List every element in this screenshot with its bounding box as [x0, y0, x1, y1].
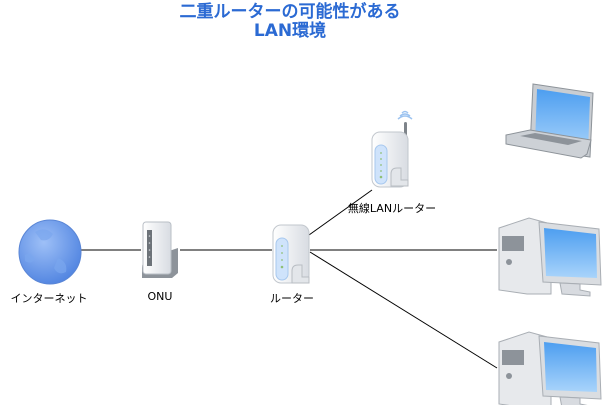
onu-label: ONU — [147, 290, 173, 303]
link-router-desktop2 — [309, 251, 498, 369]
desktop-pc-icon-1 — [498, 217, 602, 297]
wireless-router-icon — [371, 110, 413, 188]
diagram-title-line2: LAN環境 — [253, 21, 327, 41]
diagram-title-line1: 二重ルーターの可能性がある — [179, 2, 401, 22]
router-label: ルーター — [270, 292, 314, 305]
wireless-router-label: 無線LANルーター — [347, 202, 437, 215]
link-router-wireless — [308, 189, 373, 236]
desktop-pc-icon-2 — [498, 331, 602, 405]
connection-lines — [81, 189, 498, 369]
onu-device-icon — [142, 221, 178, 278]
laptop-icon — [505, 83, 594, 159]
router-icon — [272, 224, 310, 284]
internet-label: インターネット — [10, 292, 88, 305]
globe-icon — [18, 219, 82, 285]
